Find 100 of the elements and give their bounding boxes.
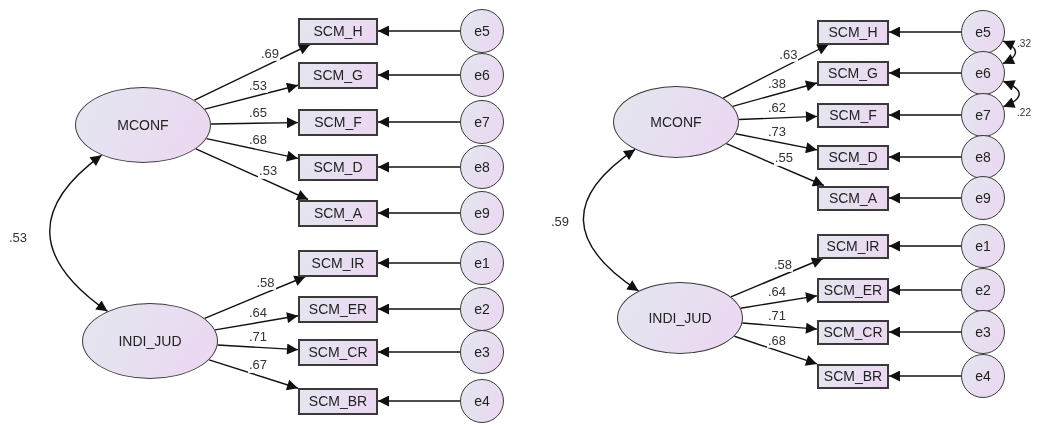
covariance-arrow — [582, 148, 640, 292]
variable-name: SCM_BR — [308, 393, 368, 409]
path-arrow — [203, 275, 307, 320]
error-term-circle — [460, 100, 504, 144]
error-term-circle — [961, 310, 1005, 354]
variable-name: SCM_F — [829, 107, 877, 123]
observed-variable-box — [298, 338, 378, 366]
path-arrow — [730, 257, 824, 298]
path-arrow — [888, 109, 962, 121]
observed-variable-box — [298, 108, 378, 136]
observed-variable-box — [298, 199, 378, 227]
variable-name: e7 — [975, 107, 991, 123]
observed-variable-box — [298, 249, 378, 277]
error-term-circle — [460, 145, 504, 189]
path-arrow — [377, 69, 461, 81]
observed-variable-box — [298, 387, 378, 415]
path-arrow — [208, 359, 299, 391]
error-term-circle — [460, 241, 504, 285]
variable-name: e4 — [474, 393, 490, 409]
observed-variable-box — [817, 277, 889, 303]
error-term-circle — [961, 93, 1005, 137]
error-term-circle — [961, 51, 1005, 95]
edge-label: .71 — [766, 308, 788, 323]
variable-name: SCM_IR — [826, 238, 880, 254]
path-arrow — [377, 161, 461, 173]
edge-label: .32 — [1016, 37, 1032, 49]
path-arrow — [193, 43, 311, 101]
edge-label: .58 — [255, 275, 276, 291]
variable-name: SCM_BR — [823, 368, 883, 384]
path-arrow — [216, 343, 299, 355]
path-arrow — [204, 82, 299, 110]
observed-variable-box — [817, 185, 889, 211]
variable-name: SCM_A — [828, 190, 878, 206]
variable-name: INDI_JUD — [648, 310, 712, 326]
path-arrow — [888, 192, 962, 204]
path-arrow — [733, 335, 818, 366]
error-term-circle — [460, 53, 504, 97]
observed-variable-box — [298, 61, 378, 89]
path-arrow — [377, 395, 461, 407]
path-arrow — [377, 346, 461, 358]
variable-name: e7 — [474, 114, 490, 130]
path-arrow — [888, 240, 962, 252]
error-term-circle — [460, 9, 504, 53]
variable-name: SCM_H — [828, 24, 878, 40]
variable-name: e3 — [975, 324, 991, 340]
path-arrow — [377, 207, 461, 219]
observed-variable-box — [817, 233, 889, 259]
variable-name: SCM_ER — [823, 282, 883, 298]
error-term-circle — [460, 191, 504, 235]
variable-name: SCM_H — [313, 23, 363, 39]
variable-name: e4 — [975, 368, 991, 384]
path-arrow — [205, 137, 299, 162]
path-arrow — [210, 117, 299, 129]
observed-variable-box — [817, 319, 889, 345]
error-term-circle — [460, 379, 504, 423]
variable-name: e8 — [474, 159, 490, 175]
path-arrow — [739, 292, 818, 309]
variable-name: e8 — [975, 149, 991, 165]
edge-label: .55 — [773, 151, 794, 166]
error-term-circle — [961, 224, 1005, 268]
variable-name: e9 — [474, 205, 490, 221]
variable-name: e2 — [975, 282, 991, 298]
variable-name: SCM_CR — [823, 324, 883, 340]
observed-variable-box — [817, 60, 889, 86]
edge-label: .53 — [247, 78, 269, 93]
path-arrow — [888, 284, 962, 296]
observed-variable-box — [298, 153, 378, 181]
edge-label: .68 — [247, 132, 269, 147]
variable-name: SCM_G — [313, 67, 363, 83]
error-term-circle — [961, 10, 1005, 54]
error-term-circle — [961, 135, 1005, 179]
edge-label: .53 — [258, 164, 279, 179]
edge-label: .68 — [766, 333, 788, 348]
variable-name: e9 — [975, 190, 991, 206]
path-arrow — [377, 257, 461, 269]
variable-name: e3 — [474, 344, 490, 360]
variable-name: SCM_D — [828, 149, 878, 165]
variable-name: e1 — [474, 255, 490, 271]
path-arrow — [722, 43, 830, 99]
path-arrow — [377, 25, 461, 37]
variable-name: SCM_G — [828, 65, 878, 81]
observed-variable-box — [817, 102, 889, 128]
variable-name: e5 — [975, 24, 991, 40]
path-arrow — [888, 151, 962, 163]
variable-name: MCONF — [650, 114, 702, 130]
path-arrow — [888, 370, 962, 382]
edge-label: .63 — [778, 47, 799, 62]
path-arrow — [741, 322, 818, 334]
edge-label: .22 — [1016, 106, 1032, 118]
covariance-arrow — [49, 154, 109, 313]
edge-label: .38 — [766, 76, 788, 92]
edge-label: .67 — [247, 358, 269, 373]
covariance-arrow — [1002, 40, 1017, 65]
variable-name: SCM_F — [314, 114, 362, 130]
variable-name: SCM_IR — [311, 255, 365, 271]
variable-name: e2 — [474, 301, 490, 317]
edge-label: .69 — [259, 46, 280, 61]
variable-name: SCM_D — [313, 159, 363, 175]
path-arrow — [888, 326, 962, 338]
variable-name: e1 — [975, 238, 991, 254]
